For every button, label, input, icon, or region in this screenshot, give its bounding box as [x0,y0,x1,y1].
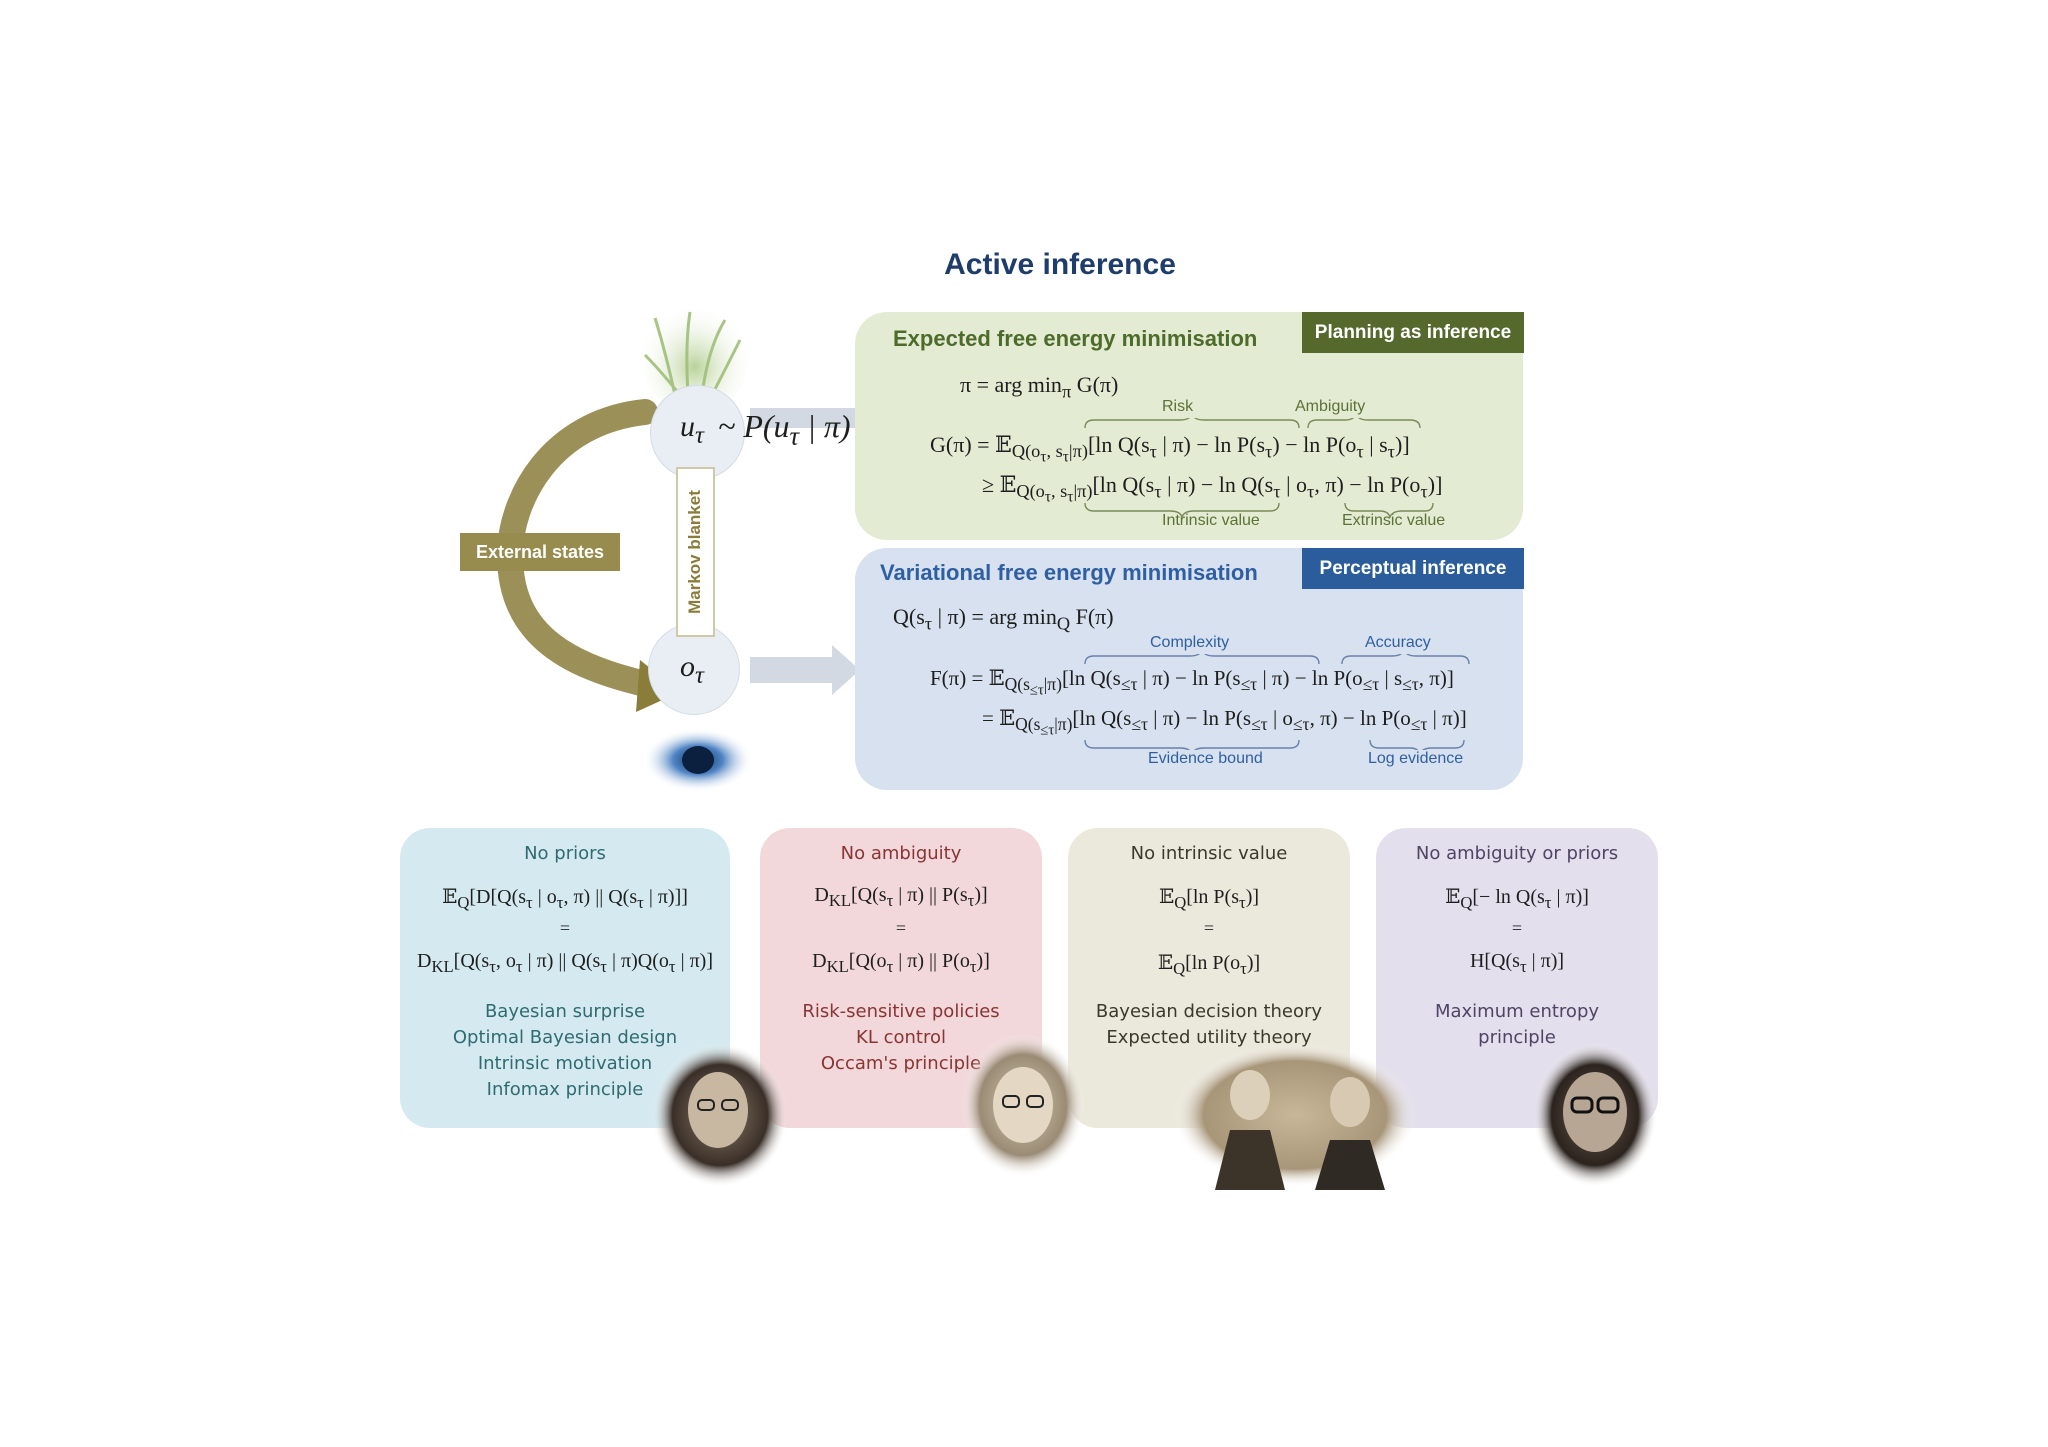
risk-label: Risk [1162,398,1194,415]
complexity-label: Complexity [1150,634,1230,651]
panel-expression-top: 𝔼Q[− ln Q(sτ | π)] [1445,886,1589,912]
panel-expression-top: 𝔼Q[ln P(sτ)] [1158,886,1260,912]
vfe-equation-definition: F(π) = 𝔼Q(s≤τ|π)[ln Q(s≤τ | π) − ln P(s≤… [930,666,1454,699]
vfe-equation-argmin: Q(sτ | π) = arg minQ F(π) [893,604,1114,634]
panel-expression-bottom: DKL[Q(sτ, oτ | π) || Q(sτ | π)Q(oτ | π)] [417,950,713,976]
external-states-label: External states [460,533,620,571]
plant-icon [640,300,750,413]
panel-application-line: KL control [856,1027,946,1048]
panel-expression-top: DKL[Q(sτ | π) || P(sτ)] [814,884,988,910]
action-node [650,385,745,480]
perceptual-inference-tag: Perceptual inference [1302,548,1524,589]
panel-application-line: Infomax principle [486,1079,644,1100]
efe-title: Expected free energy minimisation [893,326,1258,351]
action-policy-expression: ~ P(uτ | π) [718,408,851,451]
markov-blanket-label: Markov blanket [685,490,704,614]
panel-equals: = [1511,918,1523,938]
panel-title: No ambiguity [840,843,962,864]
panel-application-line: Intrinsic motivation [477,1053,653,1074]
panel-equals: = [1203,918,1215,938]
panel-application-line: principle [1478,1027,1556,1048]
markov-blanket-box [676,467,715,637]
efe-braces [1084,418,1434,518]
vfe-equation-decomposition: = 𝔼Q(s≤τ|π)[ln Q(s≤τ | π) − ln P(s≤τ | o… [982,706,1467,739]
panel-expression-bottom: 𝔼Q[ln P(oτ)] [1157,952,1261,978]
vfe-braces [1084,654,1470,750]
extrinsic-value-label: Extrinsic value [1342,512,1446,529]
diagram-title: Active inference [944,248,1176,281]
observation-node [648,623,740,715]
panel-expression-bottom: H[Q(sτ | π)] [1469,950,1565,976]
accuracy-label: Accuracy [1365,634,1431,651]
action-node-label: uτ [680,410,704,449]
portrait-1 [652,1043,788,1187]
panel-application-line: Occam's principle [820,1053,982,1074]
efe-equation-argmin: π = arg minπ G(π) [960,372,1119,402]
ambiguity-label: Ambiguity [1295,398,1366,415]
planning-as-inference-tag: Planning as inference [1302,312,1524,353]
panel-title: No intrinsic value [1130,843,1288,864]
panel-application-line: Risk-sensitive policies [802,1001,1000,1022]
panel-application-line: Maximum entropy [1434,1001,1600,1022]
panel-equals: = [559,918,571,938]
panel-expression-top: 𝔼Q[D[Q(sτ | oτ, π) || Q(sτ | π)]] [442,886,688,912]
panel-title: No priors [524,843,606,864]
portrait-4 [1533,1043,1657,1187]
intrinsic-value-label: Intrinsic value [1162,512,1260,529]
panel-application-line: Bayesian decision theory [1095,1001,1323,1022]
efe-equation-definition: G(π) = 𝔼Q(oτ, sτ|π)[ln Q(sτ | π) − ln P(… [930,432,1410,467]
portrait-2 [961,1033,1085,1177]
log-evidence-label: Log evidence [1368,750,1464,767]
cycle-graphic [496,300,860,792]
vfe-title: Variational free energy minimisation [880,560,1258,585]
panel-title: No ambiguity or priors [1415,843,1619,864]
portrait-3 [1173,1043,1417,1190]
efe-equation-bound: ≥ 𝔼Q(oτ, sτ|π)[ln Q(sτ | π) − ln Q(sτ | … [982,472,1443,507]
panel-application-line: Expected utility theory [1106,1027,1312,1048]
evidence-bound-label: Evidence bound [1148,750,1263,767]
observation-node-label: oτ [680,650,704,689]
panel-expression-bottom: DKL[Q(oτ | π) || P(oτ)] [812,950,990,976]
panel-application-line: Optimal Bayesian design [452,1027,678,1048]
panel-equals: = [895,918,907,938]
panel-application-line: Bayesian surprise [484,1001,646,1022]
